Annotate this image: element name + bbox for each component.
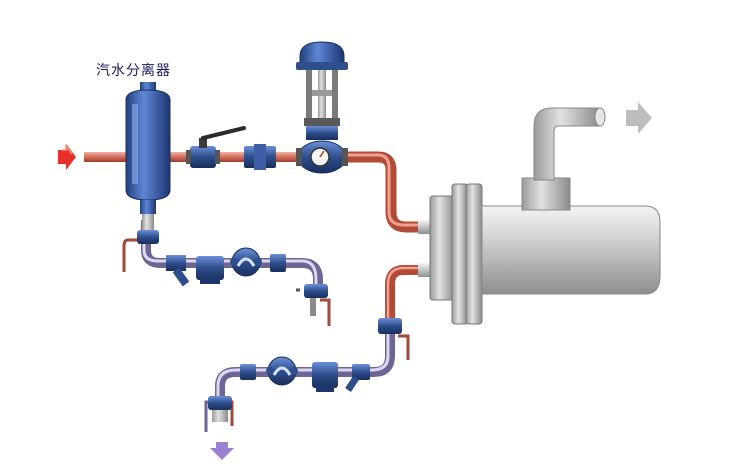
exchanger-outlet-collar [521,177,571,211]
check-valve-upper[interactable] [270,254,286,272]
steam-main-pipe [162,152,312,162]
separator-drain-valve[interactable] [137,230,159,244]
trap-housing-lower[interactable] [312,362,338,388]
steam-trap-lower[interactable] [266,356,298,386]
exchanger-outlet-pipe [533,107,601,181]
control-valve[interactable] [296,41,348,174]
steam-return-pipe [385,265,436,318]
condensate-line-lower [204,330,410,432]
y-strainer-lower[interactable] [352,364,370,380]
valve-stem [318,70,326,130]
ball-valve-handle[interactable] [201,126,246,140]
drain-valve-lower-left[interactable] [208,396,232,410]
upper-condensate-fittings [166,247,328,298]
inlet-pipe [84,152,130,162]
trap-housing-upper[interactable] [196,256,224,280]
y-strainer-upper[interactable] [166,255,186,271]
check-valve-lower[interactable] [240,364,256,380]
steam-line [84,151,436,318]
lower-condensate-fittings [208,318,402,422]
heat-exchanger[interactable] [418,107,661,325]
drain-valve-upper-right[interactable] [304,284,328,298]
exchanger-head [429,195,455,301]
outlet-arrow-icon [626,102,652,134]
steam-trap-upper[interactable] [230,247,262,277]
pipe-union[interactable] [244,144,276,170]
inlet-arrow-icon [58,143,76,170]
drain-valve-lower-right[interactable] [378,318,402,334]
condensate-pipe-lower [215,330,395,402]
exchanger-shell [481,205,661,295]
valve-actuator [299,41,345,65]
separator-label: 汽水分离器 [96,63,171,79]
steam-separator[interactable] [125,82,171,244]
ball-valve-body [190,146,216,168]
drain-arrow-icon [210,442,234,460]
ball-valve[interactable] [186,126,246,168]
